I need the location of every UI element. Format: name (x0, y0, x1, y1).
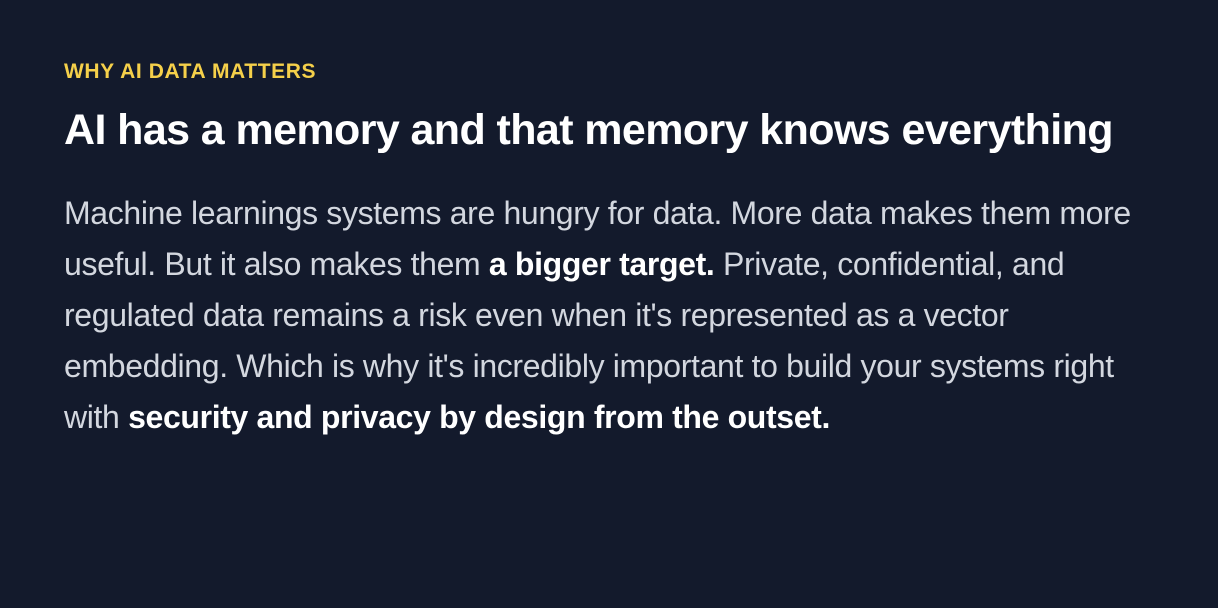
paragraph-text-1: Machine learnings systems are hungry for… (64, 195, 1131, 282)
section-heading: AI has a memory and that memory knows ev… (64, 106, 1114, 154)
paragraph-emphasis-1: a bigger target. (488, 246, 715, 282)
paragraph-emphasis-2: security and privacy by design from the … (128, 399, 831, 435)
paragraph-text-2: Private, confidential, and regulated dat… (64, 246, 1114, 435)
section-paragraph: Machine learnings systems are hungry for… (64, 188, 1150, 443)
section-eyebrow: WHY AI DATA MATTERS (64, 60, 317, 83)
